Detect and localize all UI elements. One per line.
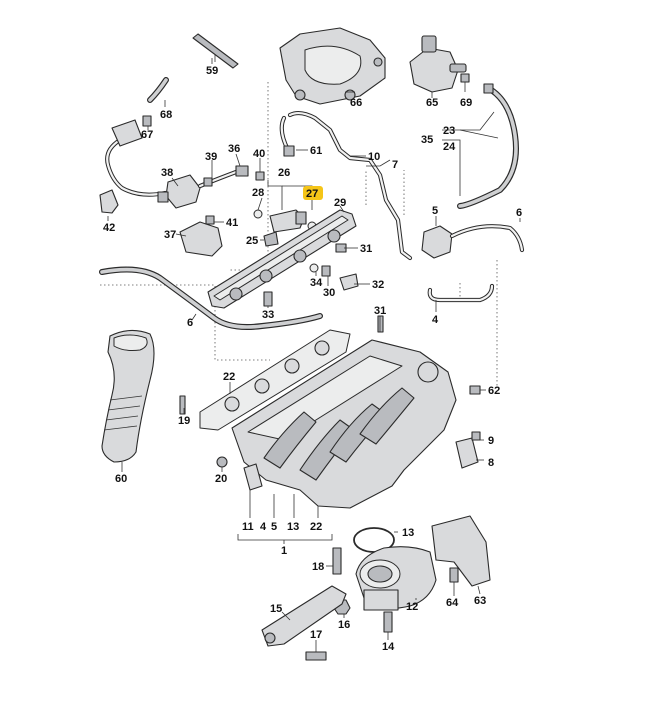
label-16: 16 [338,619,350,631]
label-27: 27 [306,188,318,200]
highlight-27 [303,186,323,200]
label-37: 37 [164,229,176,241]
label-68: 68 [160,109,172,121]
label-63: 63 [474,595,486,607]
label-65: 65 [426,97,438,109]
label-13b: 13 [402,527,414,539]
label-35: 35 [421,134,433,146]
label-4a: 4 [432,314,439,326]
label-32: 32 [372,279,384,291]
label-26: 26 [278,167,290,179]
part-65-pump [409,35,467,98]
label-40: 40 [253,148,265,160]
label-59: 59 [206,65,218,77]
part-69-bolt [460,73,470,92]
label-34: 34 [310,277,323,289]
label-1: 1 [281,545,287,557]
label-21: 31 [374,305,386,317]
part-37-bracket [179,215,223,257]
leader-lines [107,58,521,652]
label-9: 9 [488,435,494,447]
part-11-sensor [243,463,263,491]
label-41: 41 [226,217,238,229]
part-22-gasket [199,329,351,431]
label-33: 33 [262,309,274,321]
label-69: 69 [460,97,472,109]
part-12-throttle-body [355,546,437,611]
vacuum-line-10 [279,110,413,261]
label-67: 67 [141,129,153,141]
label-5a: 5 [432,205,438,217]
label-14: 14 [382,641,395,653]
label-60: 60 [115,473,127,485]
label-15: 15 [270,603,282,615]
part-66-cover [279,27,386,105]
intake-manifold [231,315,457,509]
label-6a: 6 [516,207,522,219]
label-12: 12 [406,601,418,613]
part-68-hose [147,77,169,103]
label-42: 42 [103,222,115,234]
parts-30-34 [309,243,359,291]
part-59-clip [192,33,239,69]
label-4b: 4 [260,521,267,533]
label-36: 36 [228,143,240,155]
part-62-8-9 [455,385,481,469]
label-13a: 13 [287,521,299,533]
label-17: 17 [310,629,322,641]
part-60-intake-hose [101,329,155,463]
label-28: 28 [252,187,264,199]
label-19: 19 [178,415,190,427]
label-30: 30 [323,287,335,299]
part-67-clip [142,115,152,127]
line-6-left [99,266,323,330]
label-38: 38 [161,167,173,179]
part-29-fuel-rail [207,209,357,309]
label-61: 61 [310,145,322,157]
callout-labels: 59 66 65 69 68 67 23 35 24 36 61 39 40 1… [103,65,522,653]
label-5b: 5 [271,521,277,533]
label-6b: 6 [187,317,193,329]
label-39: 39 [205,151,217,163]
label-20: 20 [215,473,227,485]
label-24: 24 [443,141,456,153]
label-10: 10 [368,151,380,163]
label-25: 25 [246,235,258,247]
label-64: 64 [446,597,459,609]
part-5-valve [421,224,525,303]
label-7: 7 [392,159,398,171]
part-33-bolt [263,291,273,307]
label-18: 18 [312,561,324,573]
part-63-bracket [431,515,491,587]
part-42-sensor [99,189,119,214]
label-23: 23 [443,125,455,137]
label-22a: 22 [223,371,235,383]
part-26-injector [269,209,317,233]
label-66: 66 [350,97,362,109]
label-22b: 22 [310,521,322,533]
label-29: 29 [334,197,346,209]
part-38-valve [105,119,265,209]
part-15-support [261,585,347,661]
fuel-hose-right [457,83,519,209]
label-11: 11 [242,521,254,533]
label-8: 8 [488,457,494,469]
part-25-28 [253,209,279,247]
label-62: 62 [488,385,500,397]
label-31: 31 [360,243,372,255]
